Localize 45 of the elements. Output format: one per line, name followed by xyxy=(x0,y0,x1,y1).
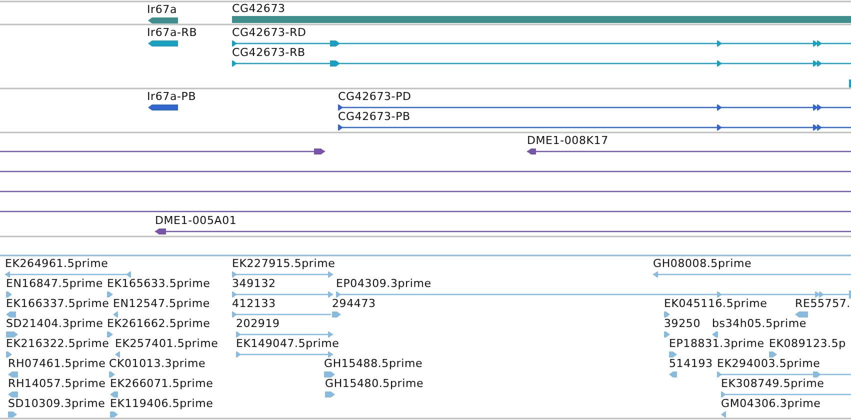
feature-label: CK01013.3prime xyxy=(109,357,206,370)
feature-label: EK261662.5prime xyxy=(107,317,210,330)
feature-label: bs34h05.5prime xyxy=(712,317,806,330)
feature-label: CG42673-PD xyxy=(338,90,412,103)
feature-label: EK166337.5prime xyxy=(6,297,110,310)
feature-label: 294473 xyxy=(332,297,376,310)
feature-label: SD10309.3prime xyxy=(8,397,106,410)
feature-label: Ir67a-RB xyxy=(147,26,198,39)
feature-label: CG42673-PB xyxy=(338,110,410,123)
feature-label: DME1-005A01 xyxy=(155,214,237,227)
feature-label: GM04306.3prime xyxy=(721,397,821,410)
feature-label: SD21404.3prime xyxy=(6,317,104,330)
feature-label: Ir67a-PB xyxy=(147,90,196,103)
feature-label: EK257401.5prime xyxy=(115,337,218,350)
feature-label: GH15480.5prime xyxy=(325,377,424,390)
feature-label: 412133 xyxy=(232,297,276,310)
feature-label: RE55757. xyxy=(795,297,850,310)
feature-label: GH08008.5prime xyxy=(653,257,752,270)
feature-label: EK266071.5prime xyxy=(110,377,214,390)
feature-label: 202919 xyxy=(236,317,280,330)
feature-label: EK119406.5prime xyxy=(110,397,214,410)
feature-label: EN12547.5prime xyxy=(113,297,210,310)
feature-label: EK149047.5prime xyxy=(236,337,340,350)
feature-label: EK294003.5prime xyxy=(717,357,820,370)
feature-label: 349132 xyxy=(232,277,276,290)
feature-label: GH15488.5prime xyxy=(324,357,423,370)
feature-label: EK089123.5p xyxy=(769,337,846,350)
feature-label: EK308749.5prime xyxy=(721,377,824,390)
feature-label: EP18831.3prime xyxy=(669,337,764,350)
feature-label: RH14057.5prime xyxy=(8,377,106,390)
feature-label: EK165633.5prime xyxy=(107,277,210,290)
feature-label: EP04309.3prime xyxy=(336,277,432,290)
feature-label: EK045116.5prime xyxy=(664,297,768,310)
feature-label: DME1-008K17 xyxy=(527,134,608,147)
feature-label: CG42673-RD xyxy=(232,26,306,39)
feature-label: RH07461.5prime xyxy=(8,357,106,370)
feature-label: EK227915.5prime xyxy=(232,257,336,270)
feature-label: EN16847.5prime xyxy=(6,277,103,290)
feature-label: CG42673 xyxy=(232,2,286,15)
feature-label: 39250 xyxy=(664,317,700,330)
feature-label: EK264961.5prime xyxy=(5,257,108,270)
feature-label: 514193 xyxy=(669,357,713,370)
feature-label: CG42673-RB xyxy=(232,46,306,59)
feature-label: EK216322.5prime xyxy=(6,337,110,350)
feature-label: Ir67a xyxy=(147,3,178,16)
